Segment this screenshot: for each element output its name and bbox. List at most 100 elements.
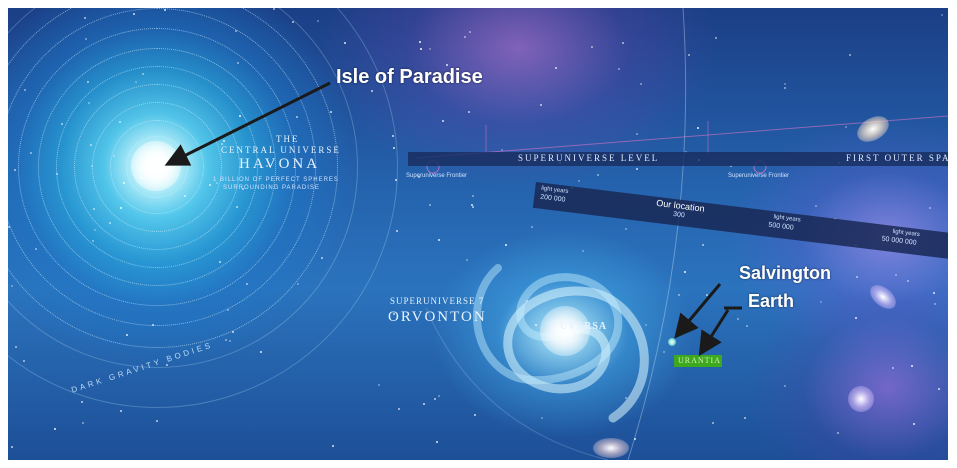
star <box>849 54 851 56</box>
star <box>419 41 421 43</box>
star <box>378 384 380 386</box>
isle-of-paradise-label: Isle of Paradise <box>336 66 483 88</box>
star <box>597 174 599 176</box>
star <box>913 423 915 425</box>
star <box>907 280 909 282</box>
star <box>429 204 431 206</box>
uversa-label: Uversa <box>560 321 608 332</box>
star <box>855 317 857 319</box>
havona-title: Havona <box>239 156 321 172</box>
star <box>54 428 56 430</box>
havona-central-universe: Central Universe <box>221 145 341 155</box>
star <box>730 165 732 167</box>
star <box>434 398 436 400</box>
star <box>423 403 425 405</box>
star <box>941 14 943 16</box>
star <box>911 365 913 367</box>
star <box>684 271 686 273</box>
star <box>636 168 638 170</box>
star <box>697 127 699 129</box>
star <box>820 301 822 303</box>
star <box>933 292 935 294</box>
cosmic-map-image: The Central Universe Havona 1 Billion of… <box>8 8 948 460</box>
star <box>815 205 817 207</box>
star <box>895 274 897 276</box>
star <box>464 36 466 38</box>
star <box>466 259 468 261</box>
havona-the: The <box>276 134 300 144</box>
star <box>501 149 503 151</box>
star <box>929 207 931 209</box>
star <box>420 48 422 50</box>
star <box>622 42 624 44</box>
star <box>737 318 739 320</box>
star <box>702 244 704 246</box>
star <box>663 351 665 353</box>
star <box>636 133 638 135</box>
star <box>469 31 471 33</box>
star <box>474 414 476 416</box>
star <box>438 239 440 241</box>
star <box>892 367 894 369</box>
paradise-arrow <box>164 81 331 166</box>
star <box>535 324 537 326</box>
star <box>11 446 13 448</box>
star <box>440 78 442 80</box>
salvington-point <box>668 338 676 346</box>
star <box>82 422 84 424</box>
uversa-glow <box>540 306 590 356</box>
star <box>938 388 940 390</box>
star <box>634 438 636 440</box>
star <box>845 126 847 128</box>
first-outer-space-label: First outer space <box>846 153 948 163</box>
star <box>418 176 420 178</box>
star <box>706 294 708 296</box>
star <box>837 432 839 434</box>
star <box>472 195 474 197</box>
star <box>438 395 440 397</box>
star <box>332 445 334 447</box>
havona-caption-1: 1 Billion of perfect spheres <box>213 177 339 183</box>
star <box>526 300 528 302</box>
frontier-caption-left: Superuniverse Frontier <box>406 173 468 179</box>
star <box>934 303 936 305</box>
urantia-label: Urantia <box>678 356 721 365</box>
star <box>591 46 593 48</box>
star <box>784 83 786 85</box>
star <box>398 408 400 410</box>
orvonton-superuniverse-7: Superuniverse 7 <box>390 296 485 306</box>
frontier-caption-right: Superuniverse Frontier <box>728 173 790 179</box>
star <box>393 313 395 315</box>
star <box>468 111 470 113</box>
star <box>429 48 431 50</box>
orvonton-title: Orvonton <box>388 309 487 325</box>
star <box>120 410 122 412</box>
callout-arrows <box>164 81 742 357</box>
urantia-label-box: Urantia <box>674 355 722 367</box>
star <box>541 417 543 419</box>
star <box>688 54 690 56</box>
star <box>436 441 438 443</box>
star <box>531 226 533 228</box>
star <box>784 385 786 387</box>
star <box>396 230 398 232</box>
star <box>578 180 580 182</box>
star <box>81 401 83 403</box>
level-band: Superuniverse level First outer space <box>408 152 948 166</box>
galaxy-bottom-left <box>593 438 629 458</box>
star <box>744 417 746 419</box>
star <box>446 64 448 66</box>
star <box>712 422 714 424</box>
galaxy-bottom-right <box>848 386 874 412</box>
star <box>156 420 158 422</box>
star <box>582 250 584 252</box>
star <box>640 83 642 85</box>
star <box>618 68 620 70</box>
star <box>715 37 717 39</box>
star <box>555 67 557 69</box>
star <box>471 204 473 206</box>
earth-arrow-diagonal <box>698 309 730 357</box>
salvington-label: Salvington <box>739 263 832 283</box>
star <box>505 244 507 246</box>
star <box>645 324 647 326</box>
